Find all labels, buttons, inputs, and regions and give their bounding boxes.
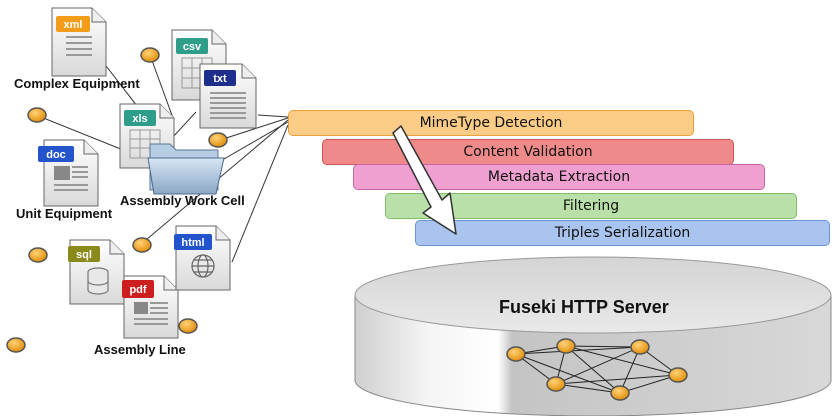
file-tag: txt <box>213 73 227 85</box>
label-complex-equipment: Complex Equipment <box>14 76 140 91</box>
node-icon <box>630 339 650 355</box>
txt-file-icon: txt <box>199 63 257 129</box>
pipeline-stage-content-validation: Content Validation <box>322 139 734 165</box>
file-tag: xls <box>132 113 147 125</box>
node-icon <box>208 132 228 148</box>
pdf-file-icon: pdf <box>122 275 179 339</box>
pipeline-stage-filtering: Filtering <box>385 193 797 219</box>
node-icon <box>28 247 48 263</box>
node-icon <box>27 107 47 123</box>
graph-node-icons <box>506 338 688 401</box>
xml-file-icon: xml <box>51 7 107 77</box>
html-file-icon: html <box>174 225 231 291</box>
node-icon <box>178 318 198 334</box>
node-icon <box>668 367 688 383</box>
connector-line <box>219 117 289 141</box>
node-icon <box>546 376 566 392</box>
pipeline-stage-mimetype: MimeType Detection <box>288 110 694 136</box>
file-tag: xml <box>64 19 83 31</box>
folder-icon <box>147 143 225 195</box>
file-tag-bg <box>56 16 90 32</box>
connector-line <box>257 114 289 118</box>
node-icon <box>140 47 160 63</box>
node-icon <box>132 237 152 253</box>
label-assembly-work-cell: Assembly Work Cell <box>120 193 245 208</box>
file-tag: pdf <box>129 284 146 296</box>
server-title: Fuseki HTTP Server <box>499 297 669 317</box>
node-icon <box>6 337 26 353</box>
file-tag: html <box>181 237 204 249</box>
node-icon <box>506 346 526 362</box>
server-disk <box>354 256 832 416</box>
label-unit-equipment: Unit Equipment <box>16 206 113 221</box>
connector-line <box>231 124 289 263</box>
label-assembly-line: Assembly Line <box>94 342 186 357</box>
pipeline-stage-triples-serialization: Triples Serialization <box>415 220 830 246</box>
node-icon <box>556 338 576 354</box>
source-node-icons <box>6 47 228 353</box>
node-icon <box>610 385 630 401</box>
sql-file-icon: sql <box>68 239 125 305</box>
xls-file-icon: xls <box>119 103 175 169</box>
file-tag: doc <box>46 149 66 161</box>
connector-line <box>149 54 174 119</box>
doc-file-icon: doc <box>38 139 99 207</box>
pipeline-stage-metadata-extraction: Metadata Extraction <box>353 164 765 190</box>
file-tag: csv <box>183 41 202 53</box>
file-tag: sql <box>76 249 92 261</box>
